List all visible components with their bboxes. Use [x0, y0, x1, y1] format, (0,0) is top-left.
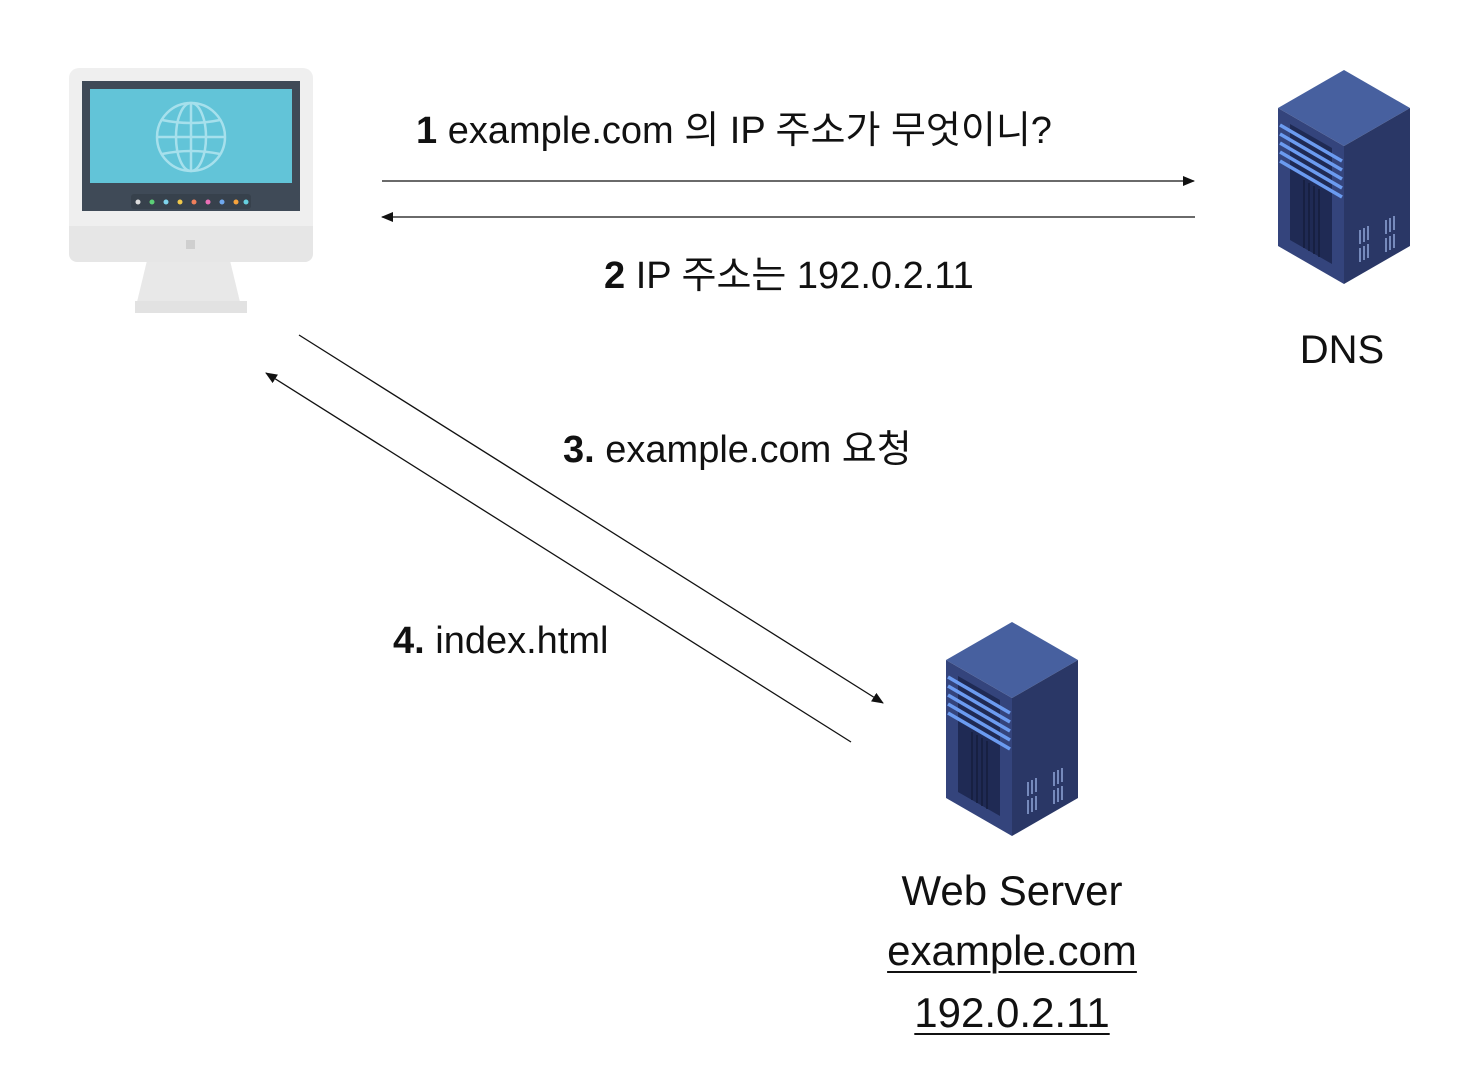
step-text: IP 주소는 192.0.2.11 — [635, 255, 974, 297]
dns-label: DNS — [1299, 328, 1385, 372]
step-4-label: 4. index.html — [393, 622, 608, 660]
web-server-domain: example.com — [887, 927, 1137, 974]
step-number: 4. — [393, 620, 425, 662]
web-server-domain-wrap: example.com — [842, 930, 1182, 972]
step-number: 1 — [416, 110, 438, 152]
step-number: 3. — [563, 429, 595, 471]
step-2-label: 2 IP 주소는 192.0.2.11 — [604, 257, 974, 295]
dock-dots — [135, 199, 249, 205]
step-number: 2 — [604, 255, 626, 297]
server-tower-icon — [1278, 70, 1410, 284]
step-1-label: 1 example.com 의 IP 주소가 무엇이니? — [416, 112, 1052, 150]
arrow-step-3 — [298, 334, 884, 704]
web-server-ip: 192.0.2.11 — [914, 989, 1110, 1036]
step-text: example.com 요청 — [605, 429, 912, 471]
step-text: example.com 의 IP 주소가 무엇이니? — [447, 110, 1052, 152]
web-server-label: Web Server — [901, 867, 1123, 914]
web-server-ip-wrap: 192.0.2.11 — [862, 992, 1162, 1034]
step-3-label: 3. example.com 요청 — [563, 431, 912, 469]
step-text: index.html — [435, 620, 609, 662]
server-tower-icon — [946, 622, 1078, 836]
globe-icon — [155, 101, 227, 173]
arrow-step-4 — [265, 372, 852, 743]
desktop-computer-globe-icon — [69, 68, 313, 313]
